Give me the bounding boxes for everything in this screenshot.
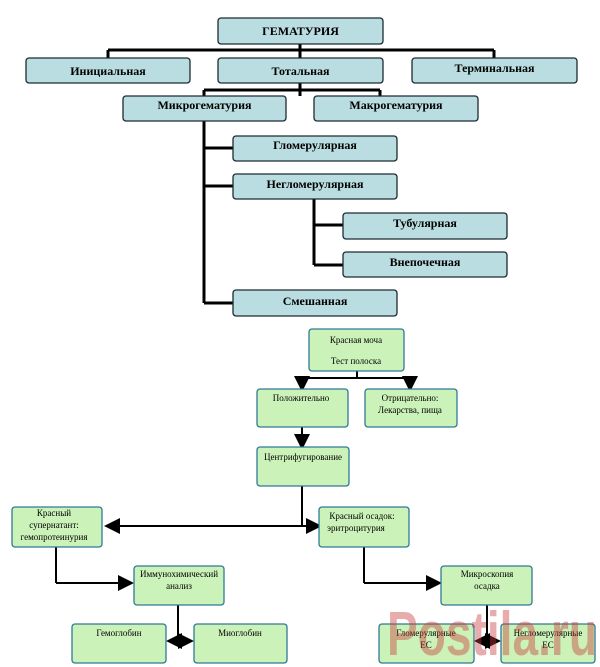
micro-label: Микрогематурия (157, 98, 252, 112)
initial-box: Инициальная (25, 57, 191, 84)
negative-line-2: Лекарства, пища (378, 405, 442, 415)
macro-box: Макрогематурия (313, 95, 479, 122)
red-supernatant-line-3: гемопротеинурия (21, 532, 88, 542)
extrarenal-box: Внепочечная (342, 251, 508, 278)
nonglomerular-ec-line-2: ЕС (542, 640, 554, 650)
root-box: ГЕМАТУРИЯ (217, 17, 384, 45)
immunochemical-line-2: анализ (166, 581, 192, 591)
red-supernatant-line-2: супернатант: (29, 520, 79, 530)
nonglomerular-ec-line-1: Негломерулярные (514, 628, 583, 638)
initial-label: Инициальная (70, 64, 146, 78)
hemoglobin-box: Гемоглобин (71, 623, 167, 664)
red-urine-line-2: Тест полоска (331, 356, 381, 366)
immunochemical-line-1: Иммунохимический (140, 569, 218, 579)
glomerular-box: Гломерулярная (232, 135, 398, 162)
nonglomerular-box: Негломерулярная (232, 173, 398, 200)
myoglobin-box: Миоглобин (193, 623, 288, 664)
micro-box: Микрогематурия (122, 95, 287, 122)
negative-box: Отрицательно: Лекарства, пища (364, 388, 458, 428)
red-sediment-box: Красный осадок: эритроцитурия (318, 506, 410, 548)
microscopy-line-1: Микроскопия (461, 569, 514, 579)
terminal-box: Терминальная (411, 57, 578, 84)
watermark-text: Postila.ru (387, 600, 597, 667)
glomerular-ec-line-1: Гломерулярные (396, 628, 456, 638)
positive-box: Положительно (256, 388, 349, 428)
red-supernatant-box: Красный супернатант: гемопротеинурия (11, 506, 103, 548)
red-urine-box: Красная моча Тест полоска (308, 328, 405, 372)
hemoglobin-line-1: Гемоглобин (96, 628, 141, 638)
extrarenal-label: Внепочечная (390, 255, 461, 269)
hematuria-classification-chart: ГЕМАТУРИЯ Инициальная Тотальная Терминал… (25, 17, 578, 317)
red-sediment-line-1: Красный осадок: (329, 511, 394, 521)
root-label: ГЕМАТУРИЯ (262, 24, 339, 38)
centrifugation-line-1: Центрифугирование (264, 452, 342, 462)
microscopy-box: Микроскопия осадка (440, 565, 533, 606)
diagnostic-flowchart: Красная моча Тест полоска Положительно О… (11, 328, 596, 664)
red-supernatant-line-1: Красный (37, 508, 71, 518)
nonglomerular-label: Негломерулярная (266, 177, 364, 191)
flow-connectors (55, 371, 501, 649)
red-urine-line-1: Красная моча (330, 335, 382, 345)
tubular-label: Тубулярная (393, 216, 457, 230)
macro-label: Макрогематурия (349, 98, 443, 112)
glomerular-ec-box: Гломерулярные ЕС (378, 623, 475, 664)
positive-line-1: Положительно (273, 393, 330, 403)
red-sediment-line-2: эритроцитурия (327, 523, 385, 533)
centrifugation-box: Центрифугирование (256, 446, 350, 487)
mixed-label: Смешанная (283, 294, 348, 308)
glomerular-ec-line-2: ЕС (420, 640, 432, 650)
mixed-box: Смешанная (232, 289, 398, 317)
negative-line-1: Отрицательно: (382, 393, 439, 403)
myoglobin-line-1: Миоглобин (218, 628, 262, 638)
immunochemical-box: Иммунохимический анализ (133, 565, 225, 606)
total-box: Тотальная (217, 57, 384, 84)
glomerular-label: Гломерулярная (273, 138, 357, 152)
tubular-box: Тубулярная (342, 212, 508, 240)
connector-lines (106, 44, 496, 305)
nonglomerular-ec-box: Негломерулярные ЕС (500, 623, 596, 664)
terminal-label: Терминальная (455, 61, 535, 75)
microscopy-line-2: осадка (474, 581, 500, 591)
total-label: Тотальная (272, 64, 330, 78)
